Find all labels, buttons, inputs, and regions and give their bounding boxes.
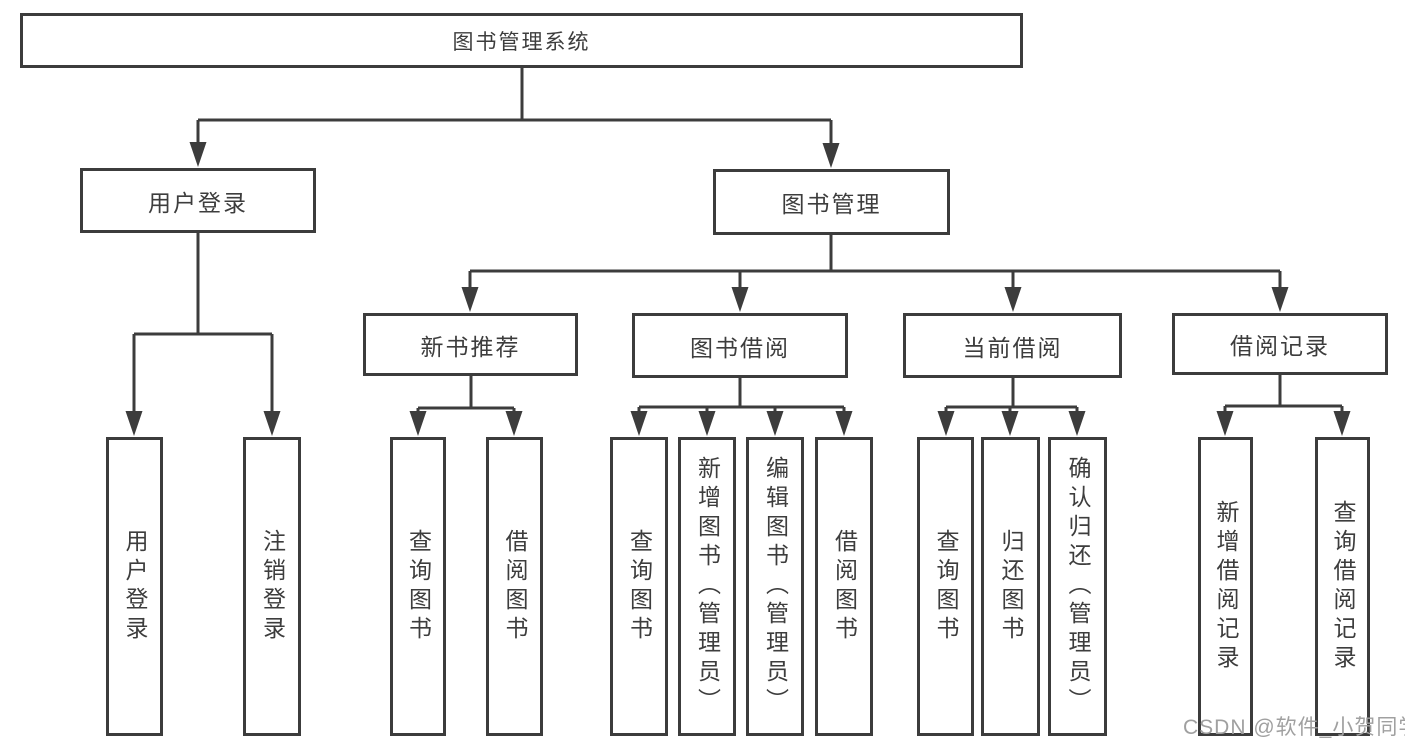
leaf-query-books-current-label: 查询图书 (933, 528, 959, 645)
watermark: CSDN @软件_小贺同学 (1183, 716, 1405, 739)
leaf-logout: 注销登录 (243, 437, 301, 736)
leaf-borrow-books-borrow: 借阅图书 (815, 437, 873, 736)
leaf-query-books-newrec: 查询图书 (390, 437, 446, 736)
leaf-confirm-return-admin: 确认归还（管理员） (1048, 437, 1107, 736)
node-root-label: 图书管理系统 (452, 30, 591, 54)
leaf-confirm-return-admin-label: 确认归还（管理员） (1065, 456, 1091, 717)
leaf-edit-book-admin: 编辑图书（管理员） (746, 437, 804, 736)
leaf-query-borrow-record: 查询借阅记录 (1315, 437, 1370, 736)
node-new-book-recommend: 新书推荐 (363, 313, 578, 376)
leaf-borrow-books-newrec: 借阅图书 (486, 437, 543, 736)
leaf-add-borrow-record: 新增借阅记录 (1198, 437, 1253, 736)
leaf-user-login-label: 用户登录 (122, 528, 148, 645)
leaf-return-books-label: 归还图书 (998, 528, 1024, 645)
leaf-add-book-admin: 新增图书（管理员） (678, 437, 736, 736)
node-user-login: 用户登录 (80, 168, 316, 233)
node-current-borrowing: 当前借阅 (903, 313, 1122, 378)
leaf-return-books: 归还图书 (981, 437, 1040, 736)
leaf-edit-book-admin-label: 编辑图书（管理员） (762, 456, 789, 717)
leaf-user-login: 用户登录 (106, 437, 163, 736)
node-book-borrowing: 图书借阅 (632, 313, 848, 378)
leaf-add-book-admin-label: 新增图书（管理员） (694, 456, 721, 717)
node-current-borrowing-label: 当前借阅 (962, 334, 1063, 361)
leaf-query-books-newrec-label: 查询图书 (405, 528, 432, 645)
node-borrowing-records: 借阅记录 (1172, 313, 1388, 375)
leaf-query-borrow-record-label: 查询借阅记录 (1330, 499, 1356, 674)
leaf-query-books-current: 查询图书 (917, 437, 974, 736)
leaf-borrow-books-borrow-label: 借阅图书 (831, 528, 858, 645)
leaf-logout-label: 注销登录 (259, 528, 286, 645)
node-root: 图书管理系统 (20, 13, 1023, 68)
node-new-book-recommend-label: 新书推荐 (420, 333, 521, 360)
leaf-borrow-books-newrec-label: 借阅图书 (502, 528, 528, 645)
node-borrowing-records-label: 借阅记录 (1230, 333, 1330, 359)
leaf-add-borrow-record-label: 新增借阅记录 (1213, 499, 1239, 674)
node-book-management-label: 图书管理 (781, 191, 882, 217)
node-user-login-label: 用户登录 (148, 189, 248, 216)
node-book-borrowing-label: 图书借阅 (690, 334, 790, 361)
node-book-management: 图书管理 (713, 169, 950, 235)
leaf-query-books-borrow-label: 查询图书 (626, 528, 653, 645)
leaf-query-books-borrow: 查询图书 (610, 437, 668, 736)
